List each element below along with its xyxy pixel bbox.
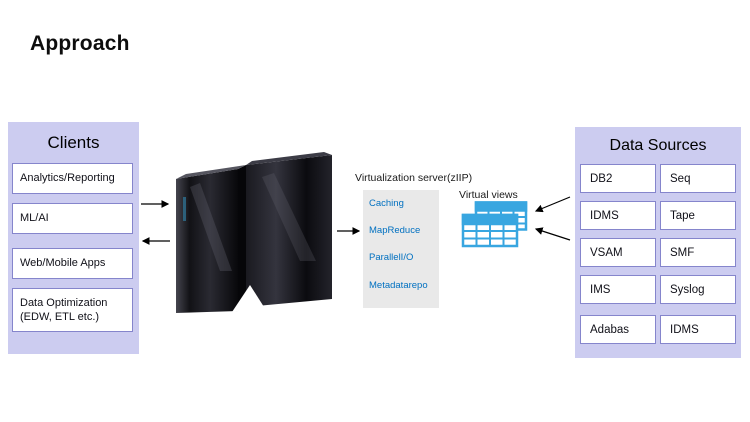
client-item-ml-ai: ML/AI — [12, 203, 133, 234]
data-source-ims: IMS — [580, 275, 656, 304]
data-source-db2: DB2 — [580, 164, 656, 193]
data-source-adabas: Adabas — [580, 315, 656, 344]
mainframe-illustration — [176, 152, 332, 313]
mainframe-server-image — [168, 143, 340, 315]
arrow-datasources-to-views-top — [534, 196, 571, 213]
data-source-idms-2: IDMS — [660, 315, 736, 344]
data-source-idms: IDMS — [580, 201, 656, 230]
virtualization-server-box: Caching MapReduce ParallelI/O Metadatare… — [363, 190, 439, 308]
data-source-syslog: Syslog — [660, 275, 736, 304]
virtual-views-label: Virtual views — [459, 189, 518, 201]
clients-panel-header: Clients — [47, 133, 100, 152]
stacked-tables-icon — [461, 201, 528, 248]
clients-panel: Clients Analytics/Reporting ML/AI Web/Mo… — [8, 122, 139, 354]
virtual-views-icon — [461, 201, 529, 256]
data-source-tape: Tape — [660, 201, 736, 230]
virtualization-item-parallel-io: ParallelI/O — [369, 252, 414, 263]
client-item-data-optimization: Data Optimization (EDW, ETL etc.) — [12, 288, 133, 332]
arrow-datasources-to-views-bottom — [534, 227, 571, 241]
data-sources-panel: Data Sources DB2 Seq IDMS Tape VSAM SMF … — [575, 127, 741, 358]
virtualization-item-metadata-repo: Metadatarepo — [369, 280, 428, 291]
data-source-seq: Seq — [660, 164, 736, 193]
virtualization-item-caching: Caching — [369, 198, 404, 209]
data-source-vsam: VSAM — [580, 238, 656, 267]
data-sources-header: Data Sources — [609, 137, 707, 154]
virtualization-server-label: Virtualization server(zIIP) — [355, 172, 473, 184]
data-source-smf: SMF — [660, 238, 736, 267]
client-item-web-mobile-apps: Web/Mobile Apps — [12, 248, 133, 279]
slide-title: Approach — [30, 32, 130, 55]
virtualization-item-mapreduce: MapReduce — [369, 225, 421, 236]
client-item-analytics-reporting: Analytics/Reporting — [12, 163, 133, 194]
